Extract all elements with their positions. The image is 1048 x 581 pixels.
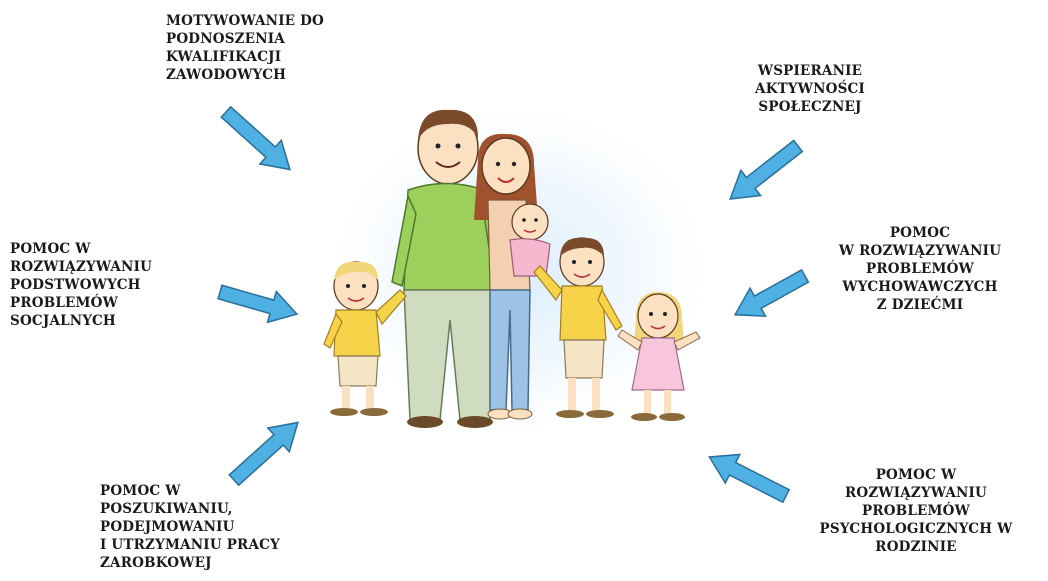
label-bottom-left: POMOC W POSZUKIWANIU, PODEJMOWANIU I UTR…: [100, 482, 280, 572]
boy-right-figure: [533, 237, 623, 418]
label-line: W ROZWIĄZYWANIU: [838, 243, 1002, 259]
label-line: ROZWIĄZYWANIU: [10, 259, 153, 275]
label-top-right: WSPIERANIE AKTYWNOŚCI SPOŁECZNEJ: [720, 62, 900, 116]
label-bottom-right: POMOC W ROZWIĄZYWANIU PROBLEMÓW PSYCHOLO…: [788, 466, 1044, 556]
label-line: POMOC W: [100, 483, 181, 499]
label-mid-left: POMOC W ROZWIĄZYWANIU PODSTWOWYCH PROBLE…: [10, 240, 152, 330]
girl-figure: [617, 292, 701, 421]
label-line: PODEJMOWANIU: [100, 519, 235, 535]
arrow-top-right: [729, 139, 804, 200]
label-line: POMOC W: [10, 241, 91, 257]
label-line: PODSTWOWYCH: [10, 277, 141, 293]
label-line: SPOŁECZNEJ: [758, 99, 862, 115]
label-line: PROBLEMÓW: [862, 503, 970, 519]
label-line: RODZINIE: [875, 539, 957, 555]
label-line: I UTRZYMANIU PRACY: [100, 537, 280, 553]
label-line: PROBLEMÓW: [10, 295, 118, 311]
label-line: ZAWODOWYCH: [166, 67, 287, 83]
arrow-bottom-right: [708, 453, 791, 504]
boy-left-figure: [323, 261, 407, 416]
father-figure: [391, 109, 501, 428]
label-mid-right: POMOC W ROZWIĄZYWANIU PROBLEMÓW WYCHOWAW…: [800, 224, 1040, 314]
label-line: Z DZIEĆMI: [876, 297, 964, 313]
label-line: MOTYWOWANIE DO: [166, 13, 324, 29]
label-line: SOCJALNYCH: [10, 313, 116, 329]
label-line: POMOC W: [875, 467, 957, 483]
label-line: PSYCHOLOGICZNYCH W: [819, 521, 1013, 537]
arrow-bottom-left: [228, 421, 299, 487]
arrow-mid-left: [217, 284, 299, 324]
label-line: ROZWIĄZYWANIU: [844, 485, 988, 501]
label-line: ZAROBKOWEJ: [100, 555, 212, 571]
label-line: POSZUKIWANIU,: [100, 501, 233, 517]
arrow-mid-right: [733, 268, 810, 317]
label-line: WSPIERANIE: [757, 63, 863, 79]
label-line: KWALIFIKACJI: [166, 49, 282, 65]
label-line: PODNOSZENIA: [166, 31, 285, 47]
label-line: AKTYWNOŚCI: [755, 81, 865, 97]
label-line: POMOC: [889, 225, 951, 241]
label-line: WYCHOWAWCZYCH: [842, 279, 998, 295]
label-line: PROBLEMÓW: [866, 261, 974, 277]
label-top-left: MOTYWOWANIE DO PODNOSZENIA KWALIFIKACJI …: [166, 12, 324, 84]
arrow-top-left: [220, 105, 291, 171]
